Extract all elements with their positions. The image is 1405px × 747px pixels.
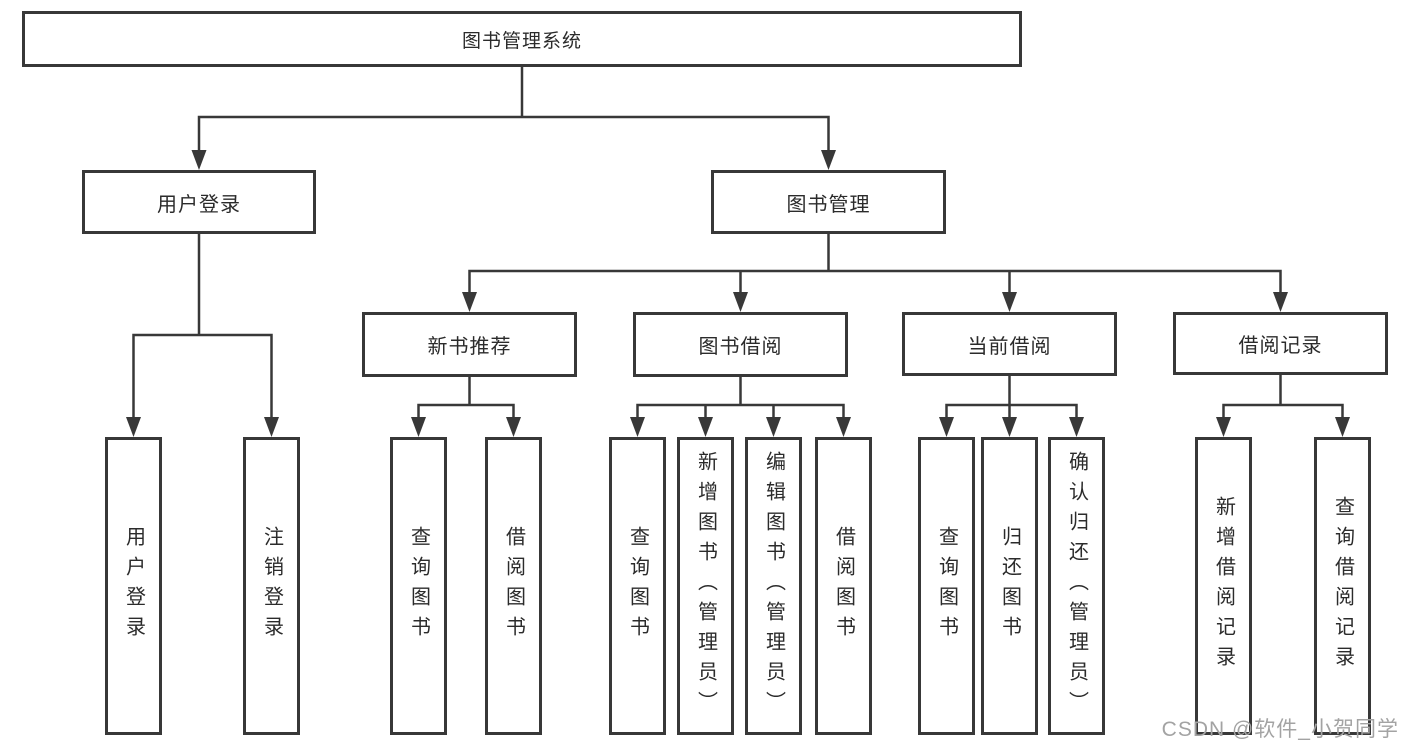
leaf-label: 新增图书（管理员） — [694, 451, 717, 721]
leaf-label: 注销登录 — [260, 526, 283, 646]
node-label: 图书管理系统 — [461, 30, 582, 52]
arrowhead — [1069, 417, 1084, 437]
leaf-label: 新增借阅记录 — [1212, 496, 1235, 676]
node-label: 当前借阅 — [967, 335, 1052, 358]
leaf-query-books-recommend: 查询图书 — [390, 437, 447, 735]
connector-bookmgmt-split — [468, 269, 1282, 294]
arrowhead — [1002, 292, 1017, 312]
leaf-borrow-books-recommend: 借阅图书 — [485, 437, 542, 735]
arrowhead — [506, 417, 521, 437]
leaf-label: 借阅图书 — [502, 526, 525, 646]
node-label: 图书借阅 — [698, 336, 783, 358]
connector-newbook-split — [417, 403, 515, 419]
arrowhead — [1273, 292, 1288, 312]
leaf-label: 编辑图书（管理员） — [762, 451, 785, 721]
leaf-return-book: 归还图书 — [981, 437, 1038, 735]
connector-userlogin-split — [132, 333, 273, 419]
leaf-logout: 注销登录 — [243, 437, 300, 735]
arrowhead — [126, 417, 141, 437]
arrowhead — [821, 150, 836, 170]
csdn-watermark: CSDN @软件_小贺同学 — [1161, 718, 1399, 741]
leaf-label: 确认归还（管理员） — [1065, 451, 1088, 721]
leaf-query-books-current: 查询图书 — [918, 437, 975, 735]
leaf-label: 查询图书 — [935, 526, 958, 646]
leaf-label: 查询借阅记录 — [1331, 496, 1354, 676]
leaf-add-book-admin: 新增图书（管理员） — [677, 437, 734, 735]
node-label: 用户登录 — [157, 193, 241, 216]
leaf-label: 用户登录 — [122, 526, 145, 646]
connector-current-split — [945, 403, 1078, 419]
leaf-query-books-borrowing: 查询图书 — [609, 437, 666, 735]
arrowhead — [766, 417, 781, 437]
connector-root-split — [197, 115, 830, 152]
node-label: 图书管理 — [786, 193, 871, 216]
leaf-label: 借阅图书 — [832, 526, 855, 646]
node-label: 借阅记录 — [1238, 335, 1323, 357]
arrowhead — [939, 417, 954, 437]
arrowhead — [630, 417, 645, 437]
connector-records-split — [1222, 403, 1344, 419]
node-book-borrowing: 图书借阅 — [633, 312, 848, 377]
node-book-management: 图书管理 — [711, 170, 946, 234]
leaf-label: 查询图书 — [626, 526, 649, 646]
arrowhead — [264, 417, 279, 437]
node-label: 新书推荐 — [427, 336, 512, 358]
node-current-borrowing: 当前借阅 — [902, 312, 1117, 376]
leaf-edit-book-admin: 编辑图书（管理员） — [745, 437, 802, 735]
node-new-book-recommend: 新书推荐 — [362, 312, 577, 377]
leaf-query-borrow-record: 查询借阅记录 — [1314, 437, 1371, 735]
node-library-management-system: 图书管理系统 — [22, 11, 1022, 67]
arrowhead — [733, 292, 748, 312]
arrowhead — [698, 417, 713, 437]
leaf-user-login: 用户登录 — [105, 437, 162, 735]
node-user-login: 用户登录 — [82, 170, 316, 234]
leaf-borrow-books-borrowing: 借阅图书 — [815, 437, 872, 735]
arrowhead — [411, 417, 426, 437]
arrowhead — [1335, 417, 1350, 437]
node-borrow-records: 借阅记录 — [1173, 312, 1388, 375]
leaf-confirm-return-admin: 确认归还（管理员） — [1048, 437, 1105, 735]
leaf-label: 查询图书 — [407, 526, 430, 646]
arrowhead — [1216, 417, 1231, 437]
connector-borrowing-split — [636, 403, 845, 419]
leaf-label: 归还图书 — [998, 526, 1021, 646]
leaf-add-borrow-record: 新增借阅记录 — [1195, 437, 1252, 735]
arrowhead — [191, 150, 207, 170]
arrowhead — [836, 417, 851, 437]
arrowhead — [1002, 417, 1017, 437]
arrowhead — [462, 292, 477, 312]
